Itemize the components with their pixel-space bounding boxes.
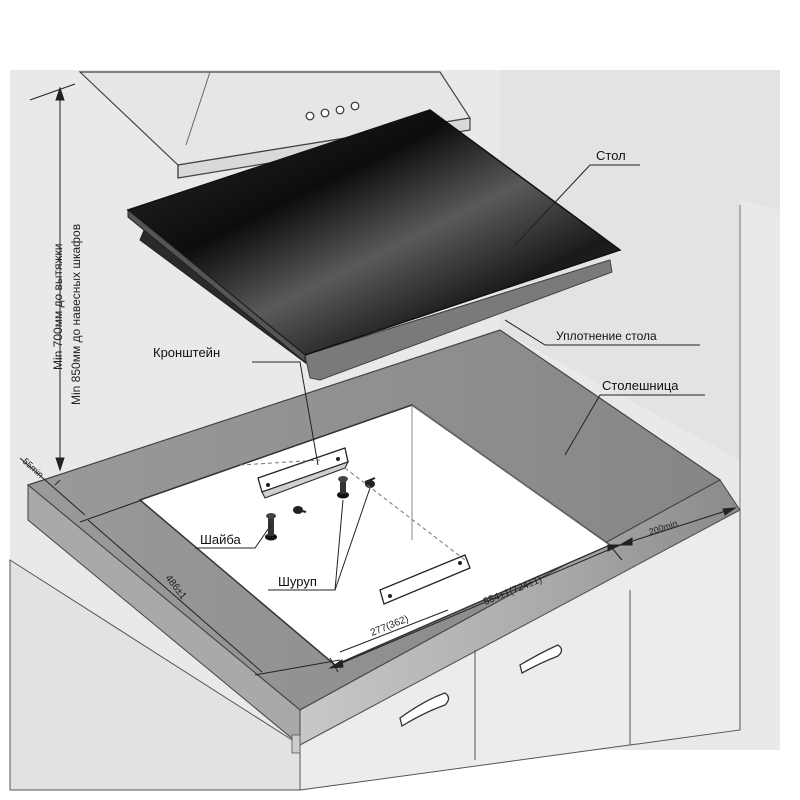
label-stol: Стол [596, 148, 626, 163]
dim-vertical-2: Min 850мм до навесных шкафов [69, 224, 83, 405]
label-shaiba: Шайба [200, 532, 242, 547]
left-gap-dimension [19, 457, 86, 516]
wall-side [500, 70, 780, 460]
width-dimension [328, 544, 623, 673]
bracket-lower [379, 554, 471, 605]
install-guide-line [344, 467, 466, 561]
screw-icon-3 [364, 477, 376, 488]
leader-lines [195, 164, 705, 591]
bracket-upper [257, 447, 349, 499]
screw-icon-2 [337, 476, 349, 499]
install-guide-line-2 [239, 459, 321, 466]
dim-vertical-1: Min 700мм до вытяжки [51, 243, 65, 370]
right-gap-dimension [618, 507, 737, 546]
label-stoleshnitsa: Столешница [602, 378, 679, 393]
cabinet-handle-right [519, 644, 563, 674]
label-shurup: Шуруп [278, 574, 317, 589]
washer-icon [265, 513, 277, 541]
label-uplotnenie: Уплотнение стола [556, 329, 657, 343]
depth-dimension [79, 499, 341, 676]
vertical-dimension [29, 83, 76, 472]
cabinets [9, 509, 741, 791]
glass-hob [126, 109, 622, 381]
label-kronshtein: Кронштейн [153, 345, 220, 360]
screw-icon [293, 506, 307, 514]
cabinet-handle-left [399, 692, 450, 728]
countertop [26, 329, 741, 747]
